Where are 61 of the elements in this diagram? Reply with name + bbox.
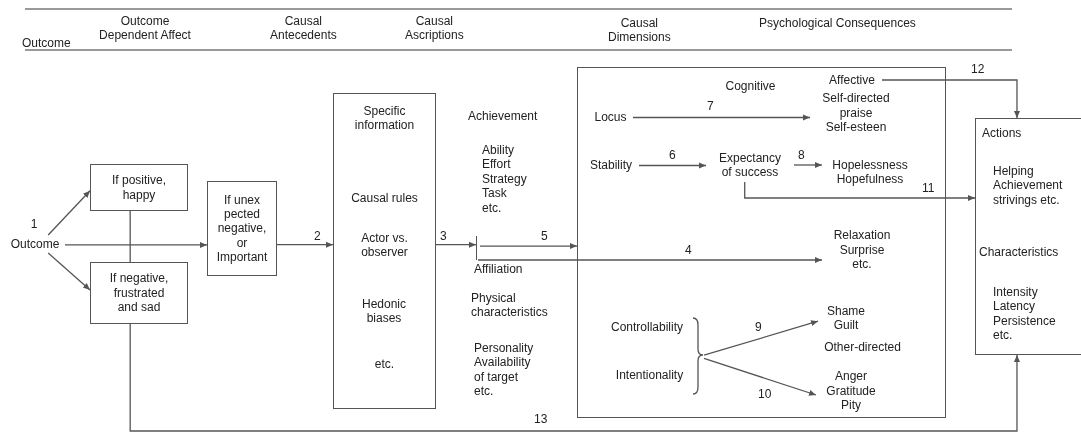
arrow xyxy=(47,252,91,291)
arrow xyxy=(435,241,477,248)
column-heading: Cognitive xyxy=(724,79,777,94)
process-box xyxy=(90,262,188,324)
category-text: Ability Effort Strategy Task etc. xyxy=(482,143,527,215)
node-text: If positive, happy xyxy=(110,173,167,202)
node-text: Actor vs. observer xyxy=(360,231,409,260)
connector-line xyxy=(129,210,131,263)
arrow xyxy=(632,114,811,121)
category-text: Physical characteristics xyxy=(471,291,548,320)
group-box xyxy=(577,67,946,418)
node-text: Stability xyxy=(589,158,633,173)
node-text: If negative, frustrated and sad xyxy=(108,271,170,315)
process-box xyxy=(333,93,436,409)
column-heading: Causal Dimensions xyxy=(608,16,671,45)
arrow xyxy=(793,162,823,168)
node-text: Relaxation Surprise etc. xyxy=(833,228,891,272)
open-box xyxy=(975,118,1081,355)
process-box xyxy=(207,181,277,276)
node-text: Hedonic biases xyxy=(361,297,407,326)
node-text: Anger Gratitude Pity xyxy=(826,369,876,413)
node-text: Locus xyxy=(593,110,628,125)
category-text: Affiliation xyxy=(474,262,524,277)
category-text: Personality Availability of target etc. xyxy=(474,341,535,399)
node-text: Controllability xyxy=(610,319,684,335)
category-text: Achievement xyxy=(468,109,539,124)
arrow xyxy=(477,257,823,263)
arrow xyxy=(479,243,578,250)
node-text: Outcome xyxy=(9,236,61,252)
column-heading: Causal Antecedents xyxy=(270,14,337,43)
node-text: Intentionality xyxy=(614,367,685,383)
arrow xyxy=(129,323,1020,432)
process-box xyxy=(90,164,188,211)
node-text: Self-directed praise Self-esteen xyxy=(821,91,891,135)
bracket-mark xyxy=(476,236,480,260)
arrow xyxy=(703,357,817,396)
arrow xyxy=(638,162,707,169)
node-text: Intensity Latency Persistence etc. xyxy=(993,285,1056,343)
node-text: Hopelessness Hopefulness xyxy=(832,157,908,187)
node-text: Affective xyxy=(828,72,876,88)
node-text: Expectancy of success xyxy=(717,150,782,180)
node-text: Characteristics xyxy=(979,245,1060,260)
category-text: Other-directed xyxy=(823,340,902,355)
node-text: Helping Achievement strivings etc. xyxy=(993,164,1063,208)
step-number: 1 xyxy=(29,217,39,232)
arrow xyxy=(276,241,334,248)
node-text: Causal rules xyxy=(350,191,419,206)
column-heading: Outcome Dependent Affect xyxy=(98,14,192,43)
node-text: Shame Guilt xyxy=(827,303,865,333)
node-text: Actions xyxy=(982,126,1023,141)
arrow xyxy=(64,241,208,248)
node-text: etc. xyxy=(373,357,396,372)
node-text: Specific information xyxy=(353,104,416,133)
arrow xyxy=(47,190,91,236)
arrow xyxy=(703,320,819,356)
node-text: If unex pected negative, or Important xyxy=(215,192,269,265)
arrow xyxy=(744,181,976,201)
arrow xyxy=(881,79,1020,119)
column-heading: Causal Ascriptions xyxy=(405,14,464,43)
column-heading: Psychological Consequences xyxy=(758,16,917,31)
column-heading: Outcome xyxy=(22,36,72,51)
